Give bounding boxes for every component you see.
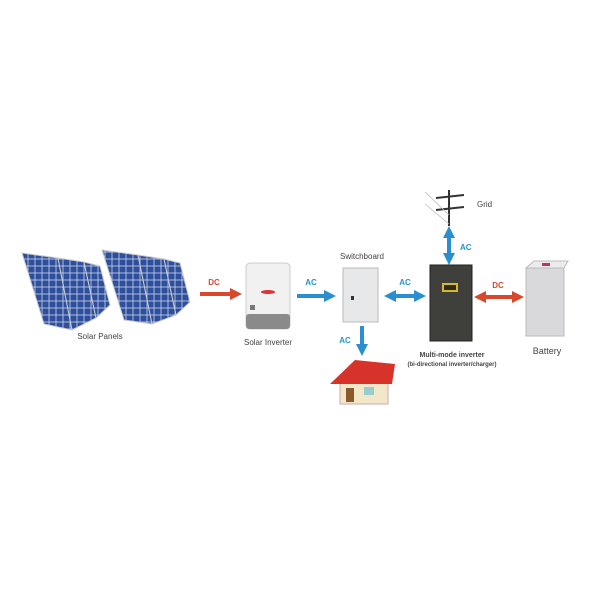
switchboard-label: Switchboard — [340, 252, 384, 261]
house-icon — [330, 360, 395, 405]
solar-panels-label: Solar Panels — [77, 332, 122, 341]
dc-label-battery: DC — [492, 281, 504, 290]
ac-label-house: AC — [339, 336, 351, 345]
ac-label-multimode: AC — [399, 278, 411, 287]
multi-mode-inverter-sublabel: (bi-directional inverter/charger) — [407, 362, 496, 368]
solar-inverter-label: Solar Inverter — [244, 338, 292, 347]
switchboard-icon — [342, 267, 379, 323]
ac-label: AC — [305, 278, 317, 287]
grid-pylon-icon — [424, 190, 465, 226]
battery-label: Battery — [533, 346, 562, 356]
solar-inverter-icon — [245, 262, 291, 330]
dc-label: DC — [208, 278, 220, 287]
solar-panels-icon — [21, 249, 191, 331]
ac-label-grid: AC — [460, 243, 472, 252]
multi-mode-inverter-icon — [429, 264, 473, 342]
battery-icon — [524, 260, 569, 337]
multi-mode-inverter-label: Multi-mode inverter — [420, 352, 485, 359]
grid-label: Grid — [477, 200, 492, 209]
